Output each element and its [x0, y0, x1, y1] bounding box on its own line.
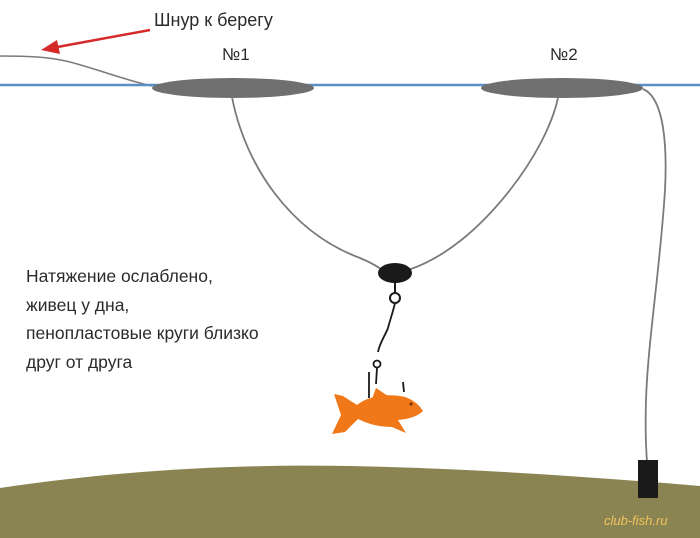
caption-line: Натяжение ослаблено,: [26, 266, 213, 286]
red-arrow-icon: [41, 28, 151, 54]
leader-line: [377, 302, 396, 353]
sinker-icon: [378, 263, 412, 283]
caption-line: живец у дна,: [26, 294, 130, 315]
anchor-line: [642, 88, 667, 463]
shore-line: [0, 55, 153, 87]
float-1: [152, 78, 314, 98]
swivel-ring: [389, 292, 401, 304]
caption-line: пенопластовые круги близко: [26, 323, 259, 343]
leader-snap: [372, 359, 382, 369]
bottom-ground: [0, 465, 700, 538]
fish-eye: [409, 402, 413, 406]
leader-hook-wire: [368, 367, 405, 398]
float-2-label: №2: [550, 45, 578, 64]
caption-text: Натяжение ослаблено, живец у дна, пенопл…: [26, 262, 259, 376]
float-2: [481, 78, 643, 98]
shore-line-label: Шнур к берегу: [154, 10, 273, 30]
caption-line: друг от друга: [26, 351, 133, 372]
fish-icon: [332, 388, 423, 434]
float-1-label: №1: [222, 45, 250, 64]
bottom-weight: [638, 460, 658, 498]
connecting-line: [231, 96, 559, 273]
watermark: club-fish.ru: [604, 513, 668, 528]
